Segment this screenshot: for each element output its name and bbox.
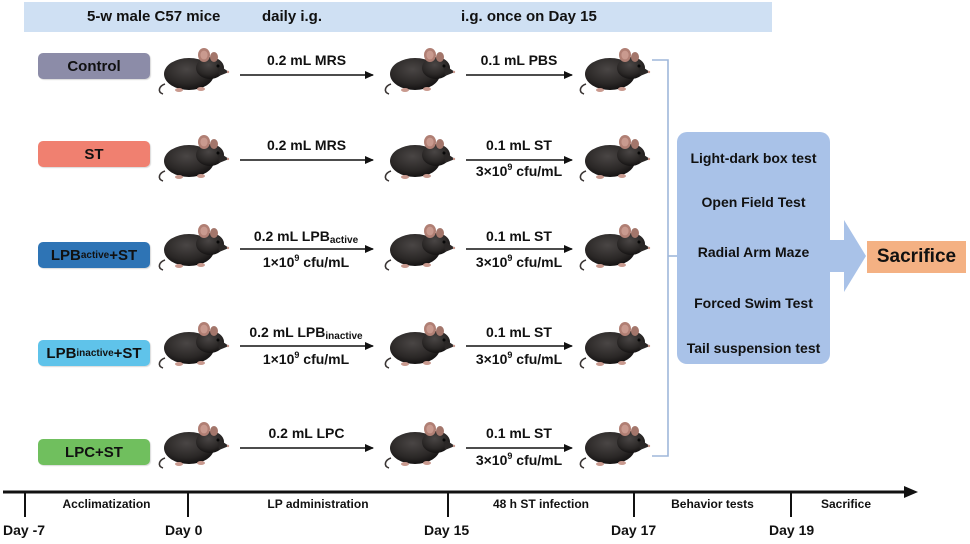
infection-label: 0.1 mL PBS xyxy=(466,52,572,68)
infection-line2-unit: cfu/mL xyxy=(512,452,563,468)
treatment-label: 0.2 mL MRS xyxy=(240,52,373,68)
infection-line2: 3×10 xyxy=(475,163,508,179)
group-label: Control xyxy=(67,57,121,75)
infection-line1: 0.1 mL ST xyxy=(486,425,552,441)
group-lpc-st: LPC+ST xyxy=(38,439,150,465)
treatment-line1: 0.2 mL LPC xyxy=(268,425,345,441)
phase-acclimatization: Acclimatization xyxy=(62,497,151,511)
infection-line2-unit: cfu/mL xyxy=(512,163,563,179)
treatment-line1: 0.2 mL MRS xyxy=(266,52,347,68)
group-control: Control xyxy=(38,53,150,79)
infection-line2-sup: 9 xyxy=(507,350,513,360)
infection-line1: 0.1 mL PBS xyxy=(480,52,558,68)
infection-label: 0.1 mL ST xyxy=(466,137,572,153)
treatment-label: 0.2 mL LPC xyxy=(240,425,373,441)
bracket xyxy=(652,59,669,457)
header-band xyxy=(24,2,772,32)
infection-label: 0.1 mL ST xyxy=(466,425,572,441)
treatment-line1: 0.2 mL LPB xyxy=(249,324,326,340)
phase-behavior-tests: Behavior tests xyxy=(671,497,754,511)
test-radial-arm: Radial Arm Maze xyxy=(697,244,810,260)
day-0: Day 0 xyxy=(165,522,203,538)
day-19: Day 19 xyxy=(769,522,815,538)
test-forced-swim: Forced Swim Test xyxy=(694,295,813,311)
group-label: LPC+ST xyxy=(65,443,123,461)
big-arrow-icon xyxy=(829,220,866,292)
day-15: Day 15 xyxy=(424,522,470,538)
treatment-line2: 1×10 xyxy=(262,351,295,367)
treatment-line1-sub: active xyxy=(329,235,359,246)
header-daily: daily i.g. xyxy=(262,8,323,25)
timeline-arrowhead-icon xyxy=(904,486,918,498)
group-label-suffix: +ST xyxy=(109,246,138,264)
header-mice: 5-w male C57 mice xyxy=(87,8,221,25)
infection-label: 0.1 mL ST xyxy=(466,324,572,340)
infection-line1: 0.1 mL ST xyxy=(486,137,552,153)
infection-line2-sup: 9 xyxy=(507,253,513,263)
test-light-dark: Light-dark box test xyxy=(690,150,817,166)
group-st: ST xyxy=(38,141,150,167)
sacrifice-label: Sacrifice xyxy=(876,246,957,267)
day-17: Day 17 xyxy=(611,522,657,538)
infection-conc: 3×109 cfu/mL xyxy=(462,451,576,468)
group-label-sub: active xyxy=(80,249,110,261)
infection-line1: 0.1 mL ST xyxy=(486,228,552,244)
treatment-label: 0.2 mL MRS xyxy=(240,137,373,153)
treatment-line2-unit: cfu/mL xyxy=(299,351,350,367)
treatment-line2: 1×10 xyxy=(262,254,295,270)
infection-label: 0.1 mL ST xyxy=(466,228,572,244)
treatment-line2-sup: 9 xyxy=(294,350,300,360)
infection-line2: 3×10 xyxy=(475,351,508,367)
infection-line2: 3×10 xyxy=(475,452,508,468)
infection-line2-unit: cfu/mL xyxy=(512,254,563,270)
treatment-conc: 1×109 cfu/mL xyxy=(236,350,376,367)
infection-conc: 3×109 cfu/mL xyxy=(462,350,576,367)
treatment-line1-sub: inactive xyxy=(325,331,363,342)
infection-line2-sup: 9 xyxy=(507,451,513,461)
phase-st-infection: 48 h ST infection xyxy=(492,497,589,511)
treatment-label: 0.2 mL LPBactive xyxy=(236,228,376,246)
day-minus-7: Day -7 xyxy=(3,522,46,538)
infection-conc: 3×109 cfu/mL xyxy=(462,253,576,270)
infection-line2: 3×10 xyxy=(475,254,508,270)
infection-line2-sup: 9 xyxy=(507,162,513,172)
group-label: LPB xyxy=(46,344,77,362)
treatment-line2-unit: cfu/mL xyxy=(299,254,350,270)
treatment-line1: 0.2 mL LPB xyxy=(253,228,330,244)
sacrifice-box: Sacrifice xyxy=(867,241,966,273)
infection-line1: 0.1 mL ST xyxy=(486,324,552,340)
infection-conc: 3×109 cfu/mL xyxy=(462,162,576,179)
treatment-line2-sup: 9 xyxy=(294,253,300,263)
treatment-conc: 1×109 cfu/mL xyxy=(236,253,376,270)
test-open-field: Open Field Test xyxy=(701,194,806,210)
group-label-suffix: +ST xyxy=(113,344,142,362)
infection-line2-unit: cfu/mL xyxy=(512,351,563,367)
header-once: i.g. once on Day 15 xyxy=(461,8,597,25)
group-label: ST xyxy=(84,145,104,163)
treatment-label: 0.2 mL LPBinactive xyxy=(236,324,376,342)
phase-lp-administration: LP administration xyxy=(267,497,369,511)
test-tail-suspension: Tail suspension test xyxy=(686,340,821,356)
phase-sacrifice: Sacrifice xyxy=(820,497,872,511)
group-label-sub: inactive xyxy=(76,347,114,359)
behavior-tests-box xyxy=(677,132,830,364)
group-label: LPB xyxy=(50,246,81,264)
treatment-line1: 0.2 mL MRS xyxy=(266,137,347,153)
